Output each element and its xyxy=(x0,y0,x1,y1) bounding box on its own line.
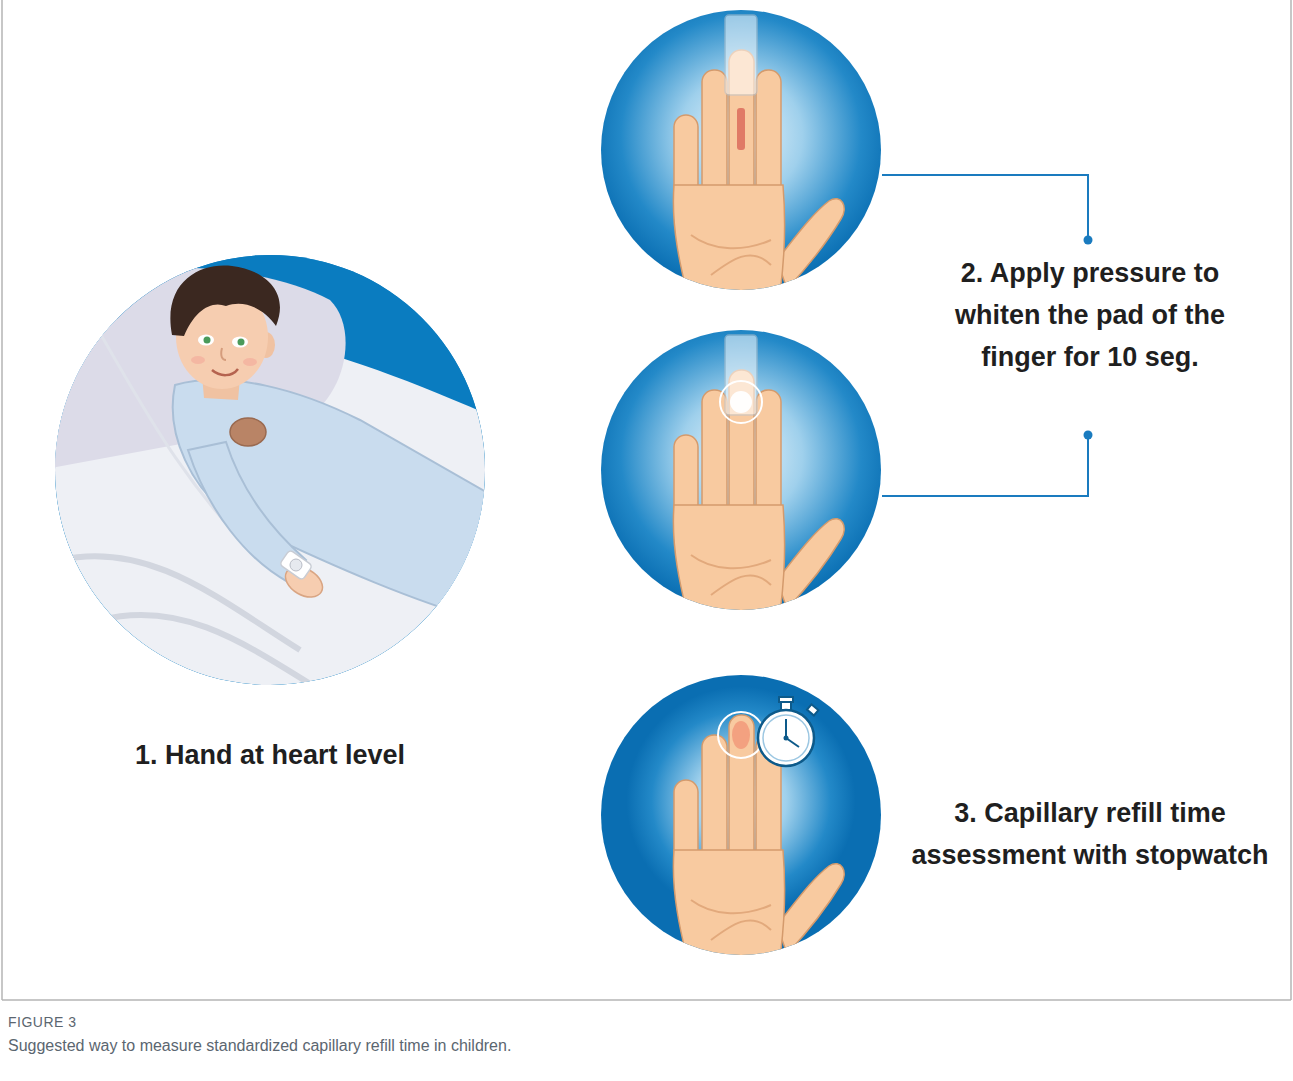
scene-circle: 1. Hand at heart level xyxy=(55,255,485,685)
blanch-circle xyxy=(601,330,881,635)
eye xyxy=(232,337,248,348)
bed-sheet xyxy=(40,319,500,700)
stopwatch-button xyxy=(779,697,793,702)
stopwatch-face xyxy=(758,710,814,766)
step-label: 3. Capillary refill time assessment with… xyxy=(910,792,1270,876)
bracket-line xyxy=(882,175,1088,240)
bracket xyxy=(882,175,1093,496)
ear xyxy=(257,332,275,358)
pressing-device xyxy=(725,15,757,95)
bracket-line xyxy=(882,435,1088,496)
smile xyxy=(212,369,238,375)
frame-line xyxy=(1290,0,1292,1000)
step-label: 2. Apply pressure to whiten the pad of t… xyxy=(925,252,1255,378)
iv-port xyxy=(290,559,302,571)
stopwatch-dial xyxy=(763,715,809,761)
blanched-pad xyxy=(730,391,752,413)
gown xyxy=(173,380,500,625)
hand xyxy=(673,370,844,635)
figure-frame xyxy=(2,0,1291,1000)
bracket-dot xyxy=(1084,431,1093,440)
bracket-dot xyxy=(1084,236,1093,245)
frame-line xyxy=(2,999,1291,1001)
figure-caption: Suggested way to measure standardized ca… xyxy=(8,1037,511,1055)
step-circle: 3. Capillary refill time assessment with… xyxy=(601,675,881,955)
pressing-device xyxy=(725,335,757,415)
pillow xyxy=(40,268,346,470)
arm xyxy=(188,442,306,582)
figure-number: FIGURE 3 xyxy=(8,1014,77,1030)
refill-illustration xyxy=(673,697,844,980)
iv-tape xyxy=(279,550,312,581)
iv-tube xyxy=(80,300,260,560)
stopwatch-button xyxy=(807,704,818,715)
stopwatch-pin xyxy=(784,736,789,741)
stopwatch-button xyxy=(781,701,791,710)
hand xyxy=(673,715,844,980)
highlight-ring xyxy=(718,712,764,758)
cheek xyxy=(191,356,205,364)
hand xyxy=(673,50,844,315)
sheet-fold xyxy=(60,556,300,650)
wall xyxy=(40,250,500,700)
step-label: 1. Hand at heart level xyxy=(55,734,485,776)
sheet-fold xyxy=(100,615,320,690)
hand-illustration xyxy=(673,15,844,315)
hand-illustration xyxy=(673,335,844,635)
stopwatch-hand xyxy=(786,738,799,747)
cheek xyxy=(243,358,257,366)
pressure-circle xyxy=(601,10,881,315)
stopwatch-hand xyxy=(785,719,787,738)
iris xyxy=(204,337,211,344)
hand-on-chest xyxy=(230,418,266,446)
child-in-bed xyxy=(40,250,500,700)
iris xyxy=(238,339,245,346)
hair xyxy=(170,266,280,336)
blue-circle xyxy=(601,10,881,290)
frame-line xyxy=(1,0,3,1000)
refilling-pad xyxy=(732,721,750,749)
hand xyxy=(280,561,328,604)
highlight-ring xyxy=(720,381,762,423)
neck xyxy=(202,375,240,400)
eye xyxy=(198,335,214,346)
blood-flow xyxy=(737,108,745,150)
head xyxy=(176,285,268,389)
nose xyxy=(221,348,226,360)
stopwatch xyxy=(758,697,818,766)
blue-circle xyxy=(601,330,881,610)
